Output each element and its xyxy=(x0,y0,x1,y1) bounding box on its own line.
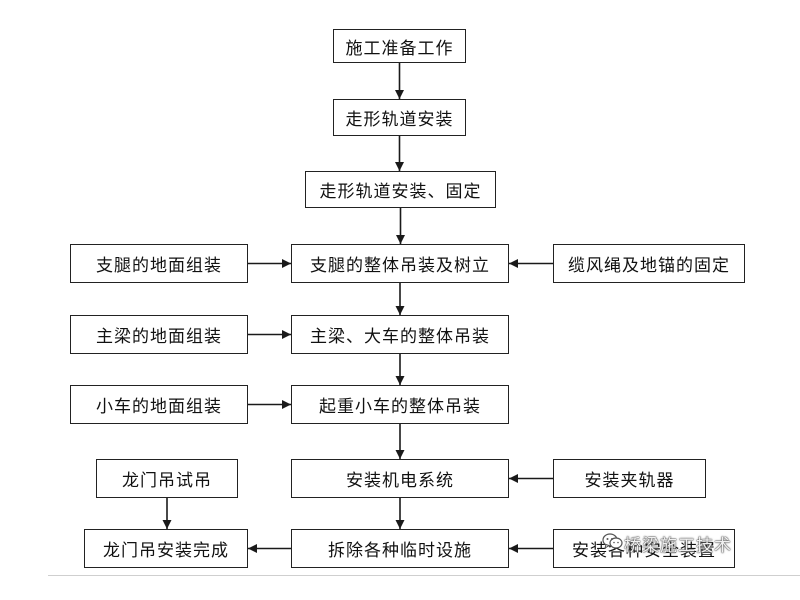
watermark-text: 桥梁施工技术 xyxy=(624,536,732,556)
node-safety-devices-install: 安装各种安全装置 xyxy=(553,529,735,568)
node-gantry-installation-complete: 龙门吊安装完成 xyxy=(84,529,248,568)
node-girder-cart-hoisting: 主梁、大车的整体吊装 xyxy=(291,315,509,354)
node-track-installation-fixing: 走形轨道安装、固定 xyxy=(305,171,496,208)
wechat-icon xyxy=(602,533,623,550)
node-rail-clamp-install: 安装夹轨器 xyxy=(553,459,706,498)
bottom-divider xyxy=(48,575,800,576)
node-remove-temporary-facilities: 拆除各种临时设施 xyxy=(291,529,509,568)
node-guy-rope-anchor-fixing: 缆风绳及地锚的固定 xyxy=(553,244,745,283)
node-construction-preparation: 施工准备工作 xyxy=(333,29,466,63)
node-trolley-ground-assembly: 小车的地面组装 xyxy=(70,385,248,424)
node-leg-hoisting-erection: 支腿的整体吊装及树立 xyxy=(291,244,509,283)
node-gantry-trial-lift: 龙门吊试吊 xyxy=(96,459,238,498)
node-electromechanical-install: 安装机电系统 xyxy=(291,459,509,498)
node-track-installation: 走形轨道安装 xyxy=(333,99,466,136)
node-trolley-hoisting: 起重小车的整体吊装 xyxy=(291,385,509,424)
node-girder-ground-assembly: 主梁的地面组装 xyxy=(70,315,248,354)
node-leg-ground-assembly: 支腿的地面组装 xyxy=(70,244,248,283)
